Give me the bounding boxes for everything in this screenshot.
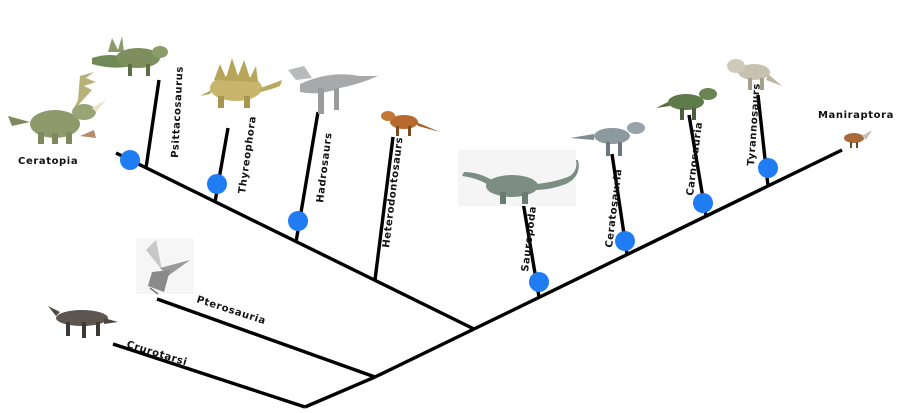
maniraptoran-image: [844, 130, 872, 148]
label-sauropoda: Sauropoda: [520, 205, 539, 272]
branch-pterosauria: [156, 297, 376, 379]
label-pterosauria: Pterosauria: [195, 294, 267, 327]
node-ceratopia: [120, 150, 140, 170]
branch-crurotarsi: [112, 342, 306, 409]
tyrannosaur-image: [727, 59, 782, 90]
node-hadrosaurs: [288, 211, 308, 231]
heterodontosaur-image: [381, 111, 440, 136]
node-thyreophora: [207, 174, 227, 194]
label-ceratopia: Ceratopia: [18, 156, 78, 167]
node-tyrannosaurs: [758, 158, 778, 178]
label-maniraptora: Maniraptora: [818, 110, 894, 121]
crurotarsan-image: [48, 306, 118, 338]
label-psittacosaurus: Psittacosaurus: [170, 66, 186, 158]
branch-saurischia: [473, 148, 843, 331]
label-thyreophora: Thyreophora: [237, 115, 259, 194]
carnosaur-image: [656, 88, 717, 120]
branch-dinosauria: [374, 327, 475, 379]
psittacosaurus-image: [92, 36, 168, 76]
label-crurotarsi: Crurotarsi: [125, 339, 188, 368]
node-ceratosauria: [615, 231, 635, 251]
branches: [112, 79, 843, 409]
sauropod-image: [458, 150, 579, 206]
node-carnosauria: [693, 193, 713, 213]
label-hadrosaurs: Hadrosaurs: [315, 132, 335, 204]
hadrosaur-image: [288, 66, 378, 114]
stegosaur-image: [200, 58, 282, 108]
nodes: [120, 150, 778, 292]
branch-root: [304, 375, 376, 409]
branch-psittacosaurus: [144, 79, 161, 169]
ceratopsian-dinosaur-image: [8, 72, 106, 144]
branch-heterodontosaurs: [373, 136, 395, 281]
node-sauropoda: [529, 272, 549, 292]
pterosaur-image: [136, 238, 194, 295]
ceratosaur-image: [570, 122, 645, 156]
